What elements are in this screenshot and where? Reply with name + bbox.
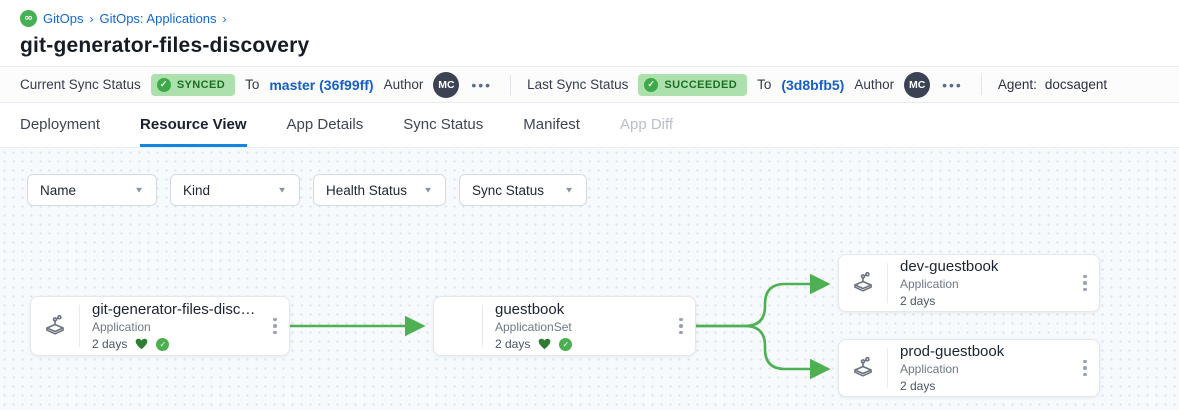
check-circle-icon: ✓ [156, 77, 171, 92]
filter-name-label: Name [40, 182, 77, 198]
current-author-label: Author [383, 77, 424, 92]
node-meta: 2 days ✓ [92, 337, 257, 351]
tab-resource-view[interactable]: Resource View [140, 103, 247, 147]
synced-badge-label: SYNCED [176, 78, 226, 91]
node-divider [887, 348, 888, 388]
page-title: git-generator-files-discovery [20, 34, 310, 57]
current-more-menu-icon[interactable]: ••• [471, 76, 493, 93]
node-dev-guestbook[interactable]: dev-guestbook Application 2 days [838, 254, 1100, 312]
filter-health-status-label: Health Status [326, 182, 408, 198]
node-divider [79, 305, 80, 347]
resource-graph-canvas[interactable]: Name ▼ Kind ▼ Health Status ▼ Sync Statu… [0, 148, 1179, 410]
filter-health-status-dropdown[interactable]: Health Status ▼ [313, 174, 446, 206]
filter-kind-dropdown[interactable]: Kind ▼ [170, 174, 300, 206]
filter-sync-status-label: Sync Status [472, 182, 545, 198]
tab-bar: Deployment Resource View App Details Syn… [0, 103, 1179, 148]
node-kebab-menu-icon[interactable] [667, 317, 695, 335]
page-header: ∞ GitOps › GitOps: Applications › git-ge… [0, 0, 1179, 66]
last-author-avatar[interactable]: MC [904, 71, 931, 98]
current-sync-status-group: Current Sync Status ✓ SYNCED To master (… [20, 71, 494, 98]
node-title: guestbook [495, 301, 565, 318]
tab-app-details[interactable]: App Details [286, 116, 364, 133]
node-guestbook[interactable]: guestbook ApplicationSet 2 days ✓ [433, 296, 696, 356]
tab-sync-status[interactable]: Sync Status [403, 116, 484, 133]
last-sync-status-label: Last Sync Status [527, 77, 629, 92]
chevron-down-icon: ▼ [423, 185, 433, 195]
chevron-down-icon: ▼ [134, 185, 144, 195]
node-body: prod-guestbook Application 2 days [888, 335, 1071, 401]
tab-app-diff: App Diff [619, 116, 674, 133]
breadcrumb-separator: › [222, 11, 227, 26]
tab-deployment[interactable]: Deployment [20, 116, 101, 133]
health-heart-icon [537, 337, 552, 351]
chevron-down-icon: ▼ [564, 185, 574, 195]
node-kind: Application [900, 277, 959, 291]
node-body: git-generator-files-disco... Application… [80, 293, 261, 359]
last-more-menu-icon[interactable]: ••• [942, 76, 963, 93]
node-divider [887, 263, 888, 303]
current-author-avatar[interactable]: MC [433, 71, 460, 98]
sync-check-icon: ✓ [156, 337, 170, 351]
status-bar: Current Sync Status ✓ SYNCED To master (… [0, 66, 1179, 103]
breadcrumb-link-gitops[interactable]: GitOps [43, 11, 84, 26]
check-circle-icon: ✓ [644, 77, 659, 92]
synced-status-badge: ✓ SYNCED [150, 73, 236, 96]
node-kind: Application [900, 362, 959, 376]
status-bar-divider [980, 74, 982, 95]
node-kebab-menu-icon[interactable] [1071, 274, 1099, 292]
node-age: 2 days [495, 337, 531, 351]
node-kind: Application [92, 320, 151, 334]
last-revision-link[interactable]: (3d8bfb5) [781, 76, 845, 93]
node-kebab-menu-icon[interactable] [1071, 359, 1099, 377]
current-to-label: To [245, 77, 260, 92]
application-icon [839, 356, 887, 380]
last-author-label: Author [854, 77, 895, 92]
application-icon [31, 314, 79, 338]
tab-manifest[interactable]: Manifest [523, 116, 580, 133]
node-meta: 2 days [900, 379, 1067, 393]
last-to-label: To [757, 77, 772, 92]
current-revision-link[interactable]: master (36f99ff) [269, 76, 374, 93]
application-icon [839, 271, 887, 295]
current-sync-status-label: Current Sync Status [20, 77, 141, 92]
node-git-generator-files-discovery[interactable]: git-generator-files-disco... Application… [30, 296, 290, 356]
agent-info: Agent: docsagent [998, 77, 1107, 92]
status-bar-divider [510, 74, 512, 95]
succeeded-badge-label: SUCCEEDED [664, 78, 738, 91]
succeeded-status-badge: ✓ SUCCEEDED [638, 73, 748, 96]
node-meta: 2 days [900, 294, 1067, 308]
chevron-down-icon: ▼ [277, 185, 287, 195]
node-age: 2 days [92, 337, 128, 351]
node-age: 2 days [900, 379, 936, 393]
agent-value: docsagent [1044, 77, 1108, 92]
node-body: dev-guestbook Application 2 days [888, 250, 1071, 316]
breadcrumb-separator: › [89, 11, 94, 26]
last-sync-status-group: Last Sync Status ✓ SUCCEEDED To (3d8bfb5… [527, 71, 965, 98]
agent-label: Agent: [997, 77, 1037, 92]
node-prod-guestbook[interactable]: prod-guestbook Application 2 days [838, 339, 1100, 397]
node-divider [482, 305, 483, 347]
filter-kind-label: Kind [183, 182, 211, 198]
filter-name-dropdown[interactable]: Name ▼ [27, 174, 157, 206]
node-title: git-generator-files-disco... [92, 301, 257, 318]
filter-bar: Name ▼ Kind ▼ Health Status ▼ Sync Statu… [27, 174, 587, 206]
node-title: dev-guestbook [900, 258, 999, 275]
node-age: 2 days [900, 294, 936, 308]
sync-check-icon: ✓ [559, 337, 573, 351]
gitops-logo-icon: ∞ [20, 10, 37, 27]
health-heart-icon [134, 337, 149, 351]
filter-sync-status-dropdown[interactable]: Sync Status ▼ [459, 174, 587, 206]
breadcrumb: ∞ GitOps › GitOps: Applications › [20, 10, 1159, 27]
breadcrumb-link-applications[interactable]: GitOps: Applications [99, 11, 217, 26]
node-kind: ApplicationSet [495, 320, 572, 334]
node-title: prod-guestbook [900, 343, 1005, 360]
node-kebab-menu-icon[interactable] [261, 317, 289, 335]
node-body: guestbook ApplicationSet 2 days ✓ [483, 293, 667, 359]
node-meta: 2 days ✓ [495, 337, 663, 351]
